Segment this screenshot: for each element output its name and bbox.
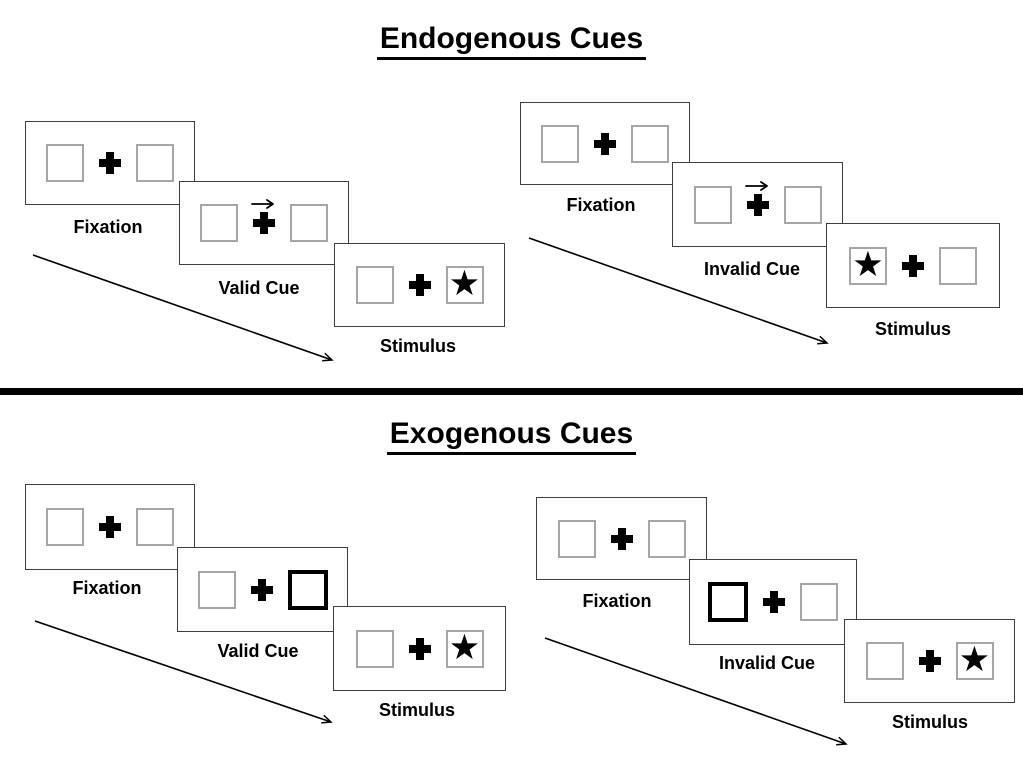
fixation-cross [900, 254, 926, 277]
panel-label-valid-cue: Valid Cue [217, 641, 299, 661]
panel-label-invalid-cue: Invalid Cue [703, 259, 801, 279]
panel-label-stimulus: Stimulus [874, 319, 951, 339]
timeline-arrow-endogenous-invalid [528, 237, 829, 345]
fixation-cross [592, 132, 618, 155]
star-icon: ★ [958, 640, 991, 680]
plus-icon [763, 591, 785, 613]
left-box [355, 266, 394, 304]
fixation-cross [97, 152, 123, 174]
fixation-cross [251, 199, 277, 234]
endogenous-invalid-stimulus-panel: ★ [826, 223, 1000, 308]
right-box [939, 246, 977, 285]
panel-label-fixation: Fixation [73, 217, 143, 237]
plus-icon [253, 212, 275, 234]
panel-label-stimulus: Stimulus [891, 712, 968, 732]
exogenous-valid-fixation-panel [25, 484, 195, 570]
star-icon: ★ [852, 244, 884, 285]
fixation-cross [744, 180, 771, 216]
fixation-cross [407, 637, 433, 660]
fixation-cross [407, 274, 433, 296]
plus-icon [250, 578, 273, 601]
endogenous-invalid-fixation-panel [520, 102, 690, 185]
section-title-text: Endogenous Cues [376, 22, 647, 60]
fixation-cross [761, 591, 787, 613]
fixation-cross [917, 650, 943, 672]
star-icon: ★ [448, 627, 481, 668]
exogenous-invalid-stimulus-panel: ★ [844, 619, 1015, 703]
star-icon: ★ [448, 264, 481, 304]
plus-icon [99, 516, 121, 538]
panel-label-valid-cue: Valid Cue [218, 278, 300, 298]
plus-icon [594, 132, 616, 155]
exogenous-valid-stimulus-panel: ★ [333, 606, 506, 691]
right-box [783, 185, 822, 224]
panel-label-stimulus: Stimulus [379, 336, 456, 356]
section-title-exogenous: Exogenous Cues [0, 417, 1023, 455]
plus-icon [99, 152, 121, 174]
arrow-right-icon [251, 199, 274, 209]
panel-label-fixation: Fixation [72, 578, 142, 598]
panel-label-stimulus: Stimulus [378, 700, 455, 720]
left-box [355, 629, 394, 668]
left-box-target: ★ [849, 244, 887, 285]
exogenous-invalid-fixation-panel [536, 497, 707, 580]
section-divider [0, 388, 1023, 395]
endogenous-valid-stimulus-panel: ★ [334, 243, 505, 327]
endogenous-valid-cue-panel [179, 181, 349, 265]
plus-icon [408, 274, 431, 296]
timeline-arrow-endogenous-valid [32, 254, 334, 362]
left-box [541, 124, 579, 163]
arrow-right-icon [744, 180, 768, 191]
left-box [557, 519, 596, 558]
left-box [200, 204, 238, 242]
panel-label-fixation: Fixation [582, 591, 652, 611]
left-box [197, 570, 236, 609]
timeline-arrow-exogenous-valid [34, 620, 333, 724]
right-box [136, 144, 174, 182]
left-box [693, 185, 732, 224]
right-box [647, 519, 686, 558]
exogenous-invalid-cue-panel [689, 559, 857, 645]
left-box [46, 508, 84, 546]
left-box [865, 642, 904, 680]
section-title-text: Exogenous Cues [386, 417, 637, 455]
right-box-target: ★ [445, 627, 484, 668]
panel-label-invalid-cue: Invalid Cue [718, 653, 816, 673]
right-box [136, 508, 174, 546]
right-box-highlighted-cue [287, 569, 328, 610]
endogenous-invalid-cue-panel [672, 162, 843, 247]
right-box [631, 124, 669, 163]
right-box-target: ★ [445, 264, 484, 304]
plus-icon [610, 527, 633, 550]
plus-icon [408, 637, 431, 660]
section-title-endogenous: Endogenous Cues [0, 22, 1023, 60]
left-box [46, 144, 84, 182]
plus-icon [746, 193, 769, 216]
right-box [800, 583, 838, 621]
fixation-cross [97, 516, 123, 538]
exogenous-valid-cue-panel [177, 547, 348, 632]
plus-icon [918, 650, 941, 672]
panel-label-fixation: Fixation [566, 195, 636, 215]
fixation-cross [609, 527, 635, 550]
right-box [290, 204, 328, 242]
endogenous-valid-fixation-panel [25, 121, 195, 205]
left-box-highlighted-cue [708, 582, 748, 622]
plus-icon [902, 254, 924, 277]
right-box-target: ★ [955, 640, 994, 680]
fixation-cross [249, 578, 275, 601]
